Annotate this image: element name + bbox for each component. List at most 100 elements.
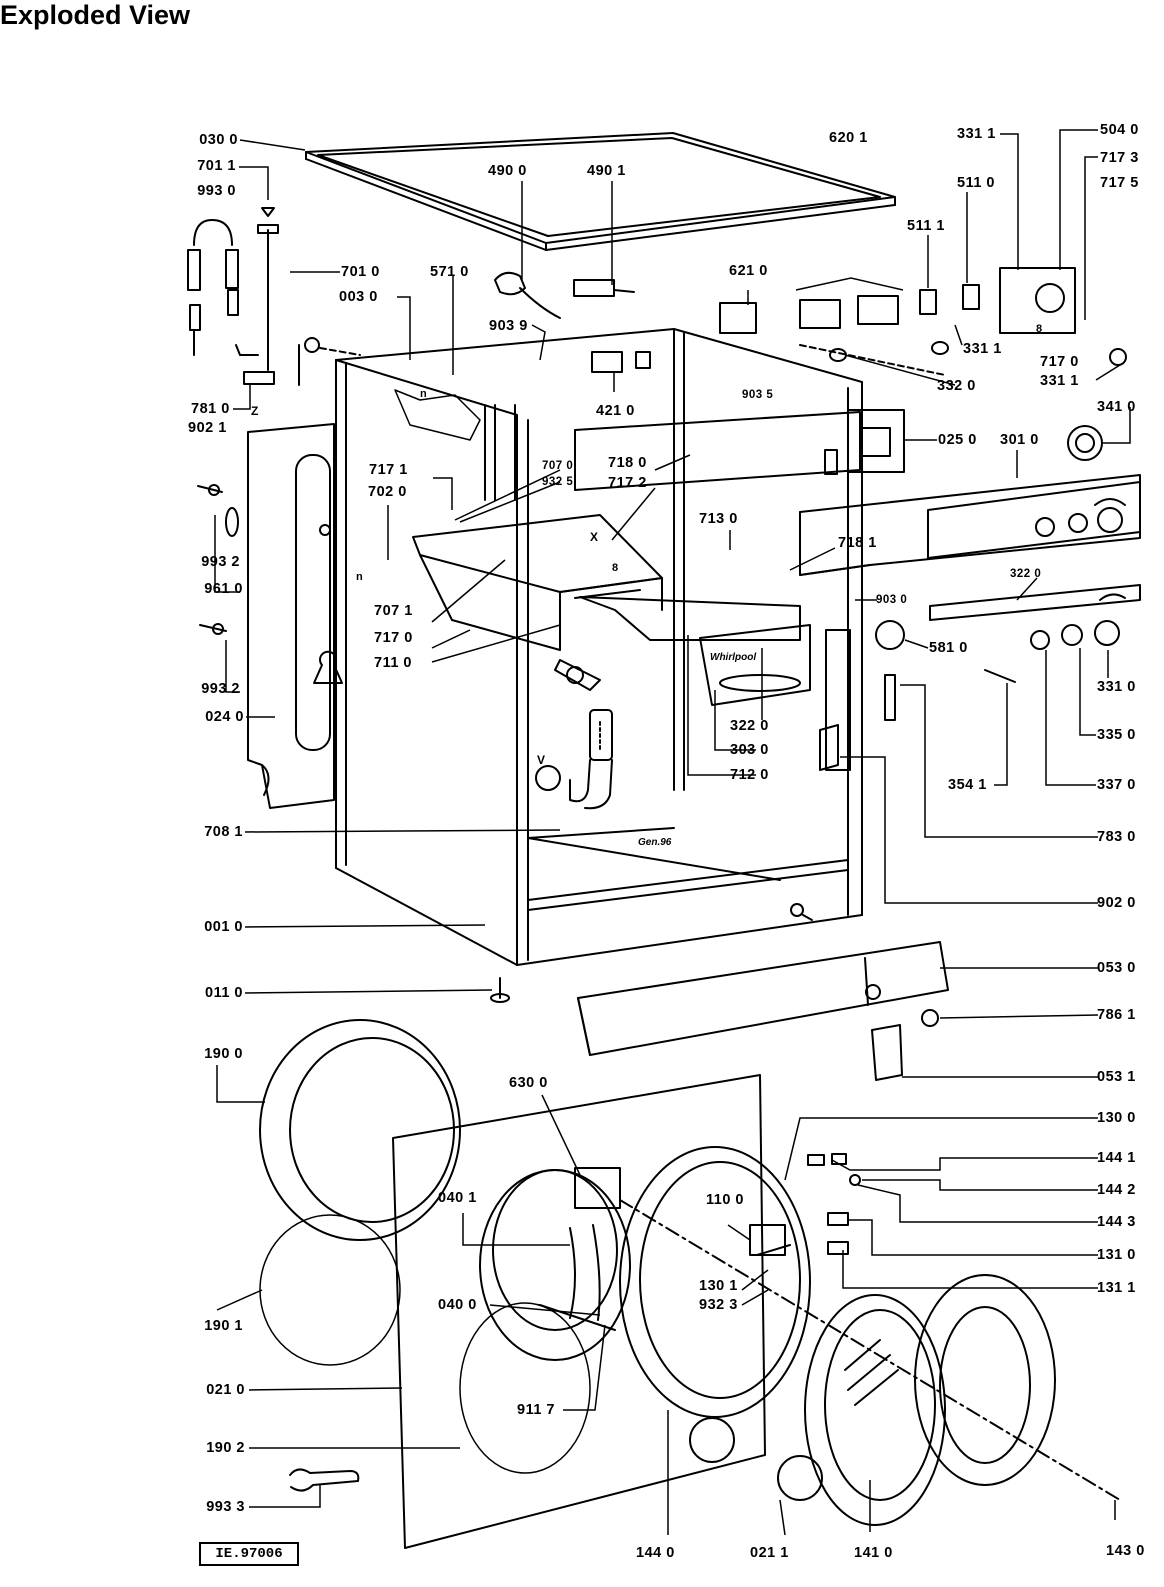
timer-unit bbox=[999, 267, 1127, 366]
part-label: 341 0 bbox=[1097, 399, 1136, 415]
part-label: 932 5 bbox=[542, 476, 574, 488]
part-label: 131 0 bbox=[1097, 1247, 1136, 1263]
part-label: 143 0 bbox=[1106, 1543, 1145, 1559]
mark-v: V bbox=[537, 753, 545, 767]
mark-x: X bbox=[590, 530, 598, 544]
cabinet bbox=[335, 328, 863, 966]
label-strip bbox=[929, 584, 1141, 621]
part-label: 993 2 bbox=[201, 681, 240, 697]
part-label: 717 3 bbox=[1100, 150, 1139, 166]
part-label: 707 0 bbox=[542, 460, 574, 472]
part-label: 712 0 bbox=[730, 767, 769, 783]
part-label: 708 1 bbox=[204, 824, 243, 840]
part-label: 040 0 bbox=[438, 1297, 477, 1313]
part-label: 144 2 bbox=[1097, 1182, 1136, 1198]
control-panel-backing bbox=[574, 409, 905, 491]
part-label: 144 3 bbox=[1097, 1214, 1136, 1230]
part-label: 932 3 bbox=[699, 1297, 738, 1313]
part-label: 781 0 bbox=[191, 401, 230, 417]
mark-8a: 8 bbox=[612, 562, 618, 574]
part-label: 144 1 bbox=[1097, 1150, 1136, 1166]
part-label: 421 0 bbox=[596, 403, 635, 419]
spring-assembly bbox=[187, 207, 361, 386]
part-label: 711 0 bbox=[374, 655, 412, 671]
control-knobs bbox=[1030, 425, 1120, 650]
part-label: 717 2 bbox=[608, 475, 647, 491]
part-label: 701 1 bbox=[197, 158, 236, 174]
part-label: 303 0 bbox=[730, 742, 769, 758]
part-label: 993 2 bbox=[201, 554, 240, 570]
part-label: 144 0 bbox=[636, 1545, 675, 1561]
part-label: 021 1 bbox=[750, 1545, 789, 1561]
cap bbox=[777, 1455, 823, 1501]
part-label: 335 0 bbox=[1097, 727, 1136, 743]
plinth bbox=[577, 941, 949, 1081]
door-ring bbox=[619, 1146, 811, 1418]
part-label: 190 0 bbox=[204, 1046, 243, 1062]
fascia-panel bbox=[799, 474, 1141, 576]
part-label: 993 0 bbox=[197, 183, 236, 199]
screws-left bbox=[197, 484, 239, 635]
side-panel bbox=[247, 423, 343, 809]
mark-n2: n bbox=[356, 571, 363, 583]
switches bbox=[719, 284, 980, 376]
part-label: 717 0 bbox=[1040, 354, 1079, 370]
part-label: 332 0 bbox=[937, 378, 976, 394]
part-label: 902 0 bbox=[1097, 895, 1136, 911]
part-label: 322 0 bbox=[730, 718, 769, 734]
top-lid bbox=[305, 132, 896, 251]
part-label: 490 0 bbox=[488, 163, 527, 179]
leader-lines bbox=[214, 129, 1131, 1536]
part-label: 021 0 bbox=[206, 1382, 245, 1398]
mark-gen: Gen.96 bbox=[638, 837, 672, 848]
detergent-dispenser bbox=[412, 514, 811, 706]
brand-mark: Whirlpool bbox=[710, 652, 756, 663]
door-glass bbox=[804, 1294, 946, 1526]
part-label: 331 1 bbox=[957, 126, 996, 142]
part-label: 130 1 bbox=[699, 1278, 738, 1294]
foot-screw bbox=[490, 977, 510, 1003]
part-label: 003 0 bbox=[339, 289, 378, 305]
part-label: 786 1 bbox=[1097, 1007, 1136, 1023]
mark-n1: n bbox=[420, 388, 427, 400]
part-label: 301 0 bbox=[1000, 432, 1039, 448]
part-label: 504 0 bbox=[1100, 122, 1139, 138]
page-title: Exploded View bbox=[0, 0, 191, 30]
part-label: 337 0 bbox=[1097, 777, 1136, 793]
part-label: 131 1 bbox=[1097, 1280, 1136, 1296]
mark-z: Z bbox=[251, 404, 258, 418]
part-label: 331 1 bbox=[963, 341, 1002, 357]
part-label: 025 0 bbox=[938, 432, 977, 448]
part-label: 701 0 bbox=[341, 264, 380, 280]
part-label: 040 1 bbox=[438, 1190, 477, 1206]
part-label: 581 0 bbox=[929, 640, 968, 656]
part-label: 903 0 bbox=[876, 594, 908, 606]
part-label: 331 1 bbox=[1040, 373, 1079, 389]
part-label: 620 1 bbox=[829, 130, 868, 146]
part-label: 190 2 bbox=[206, 1440, 245, 1456]
part-label: 717 5 bbox=[1100, 175, 1139, 191]
part-label: 024 0 bbox=[205, 709, 244, 725]
part-label: 718 0 bbox=[608, 455, 647, 471]
part-label: 490 1 bbox=[587, 163, 626, 179]
wrench-tool bbox=[289, 1468, 360, 1492]
part-label: 903 9 bbox=[489, 318, 528, 334]
part-label: 511 1 bbox=[907, 218, 945, 234]
part-label: 110 0 bbox=[706, 1192, 744, 1208]
part-label: 903 5 bbox=[742, 389, 774, 401]
mains-filter bbox=[494, 271, 651, 373]
part-label: 053 0 bbox=[1097, 960, 1136, 976]
part-label: 713 0 bbox=[699, 511, 738, 527]
part-label: 718 1 bbox=[838, 535, 877, 551]
part-label: 190 1 bbox=[204, 1318, 243, 1334]
pressure-switch bbox=[819, 620, 1016, 771]
part-label: 902 1 bbox=[188, 420, 227, 436]
part-label: 961 0 bbox=[204, 581, 243, 597]
part-label: 702 0 bbox=[368, 484, 407, 500]
hinge-parts bbox=[807, 1153, 861, 1255]
part-label: 783 0 bbox=[1097, 829, 1136, 845]
part-label: 621 0 bbox=[729, 263, 768, 279]
part-label: 911 7 bbox=[517, 1402, 555, 1418]
part-label: 030 0 bbox=[199, 132, 238, 148]
